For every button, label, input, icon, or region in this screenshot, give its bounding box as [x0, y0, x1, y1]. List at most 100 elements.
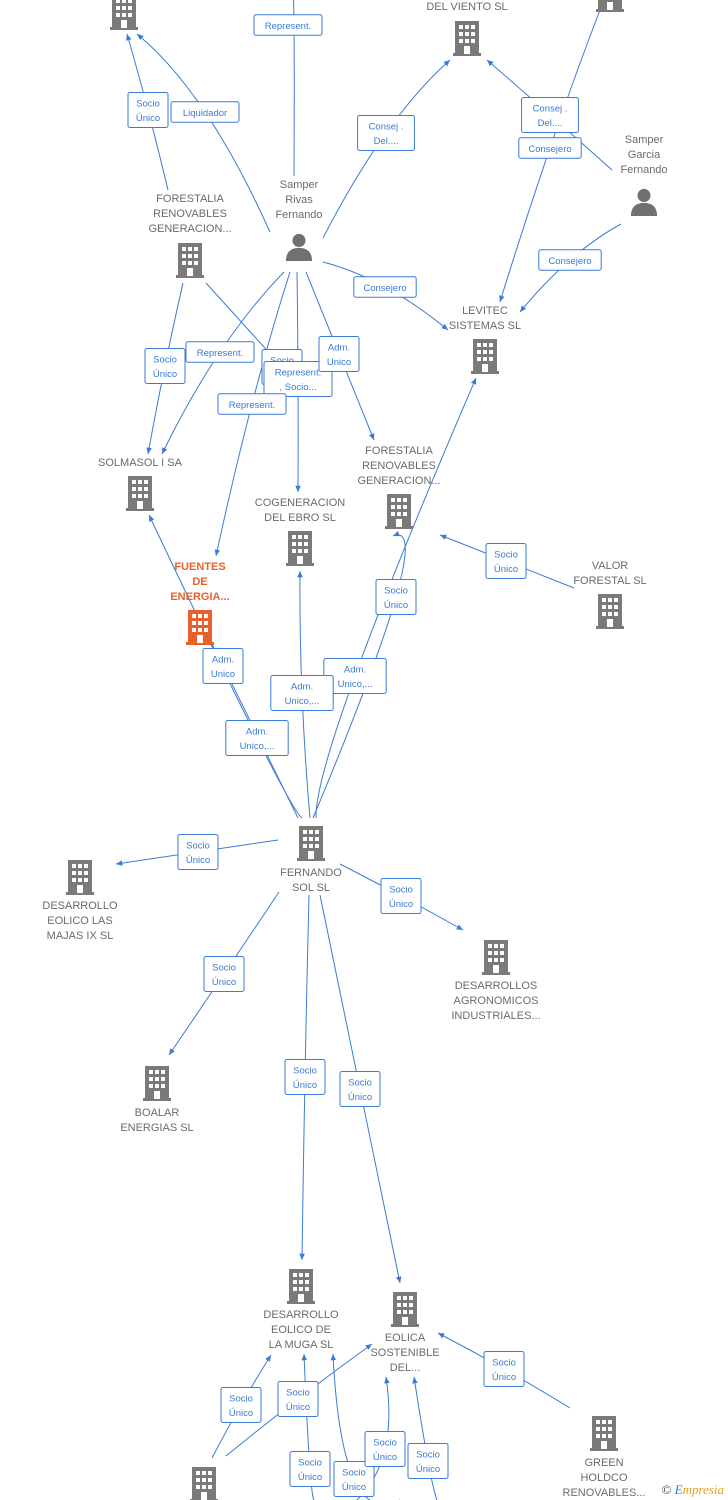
- relation-label-text: Socio: [373, 1438, 397, 1449]
- node-label: INDUSTRIALES...: [451, 1010, 540, 1022]
- node-label: SOLMASOL I SA: [98, 457, 183, 469]
- relation-label-text: Único: [153, 369, 177, 380]
- node-n_solmasol[interactable]: SOLMASOL I SA: [98, 457, 183, 511]
- relation-label[interactable]: Consej .Del....: [357, 115, 415, 151]
- relation-label-box: [284, 1059, 326, 1095]
- relation-label-text: Liquidador: [183, 108, 227, 119]
- relation-label-text: Represent.: [265, 21, 311, 32]
- node-label: RENOVABLES: [153, 208, 227, 220]
- relation-label[interactable]: Consejero: [518, 137, 582, 159]
- relation-label[interactable]: Liquidador: [170, 101, 240, 123]
- node-label: DEL...: [390, 1362, 421, 1374]
- relation-label-box: [521, 97, 579, 133]
- node-label: ENERGIA...: [170, 591, 229, 603]
- building-icon: [66, 860, 94, 895]
- building-icon: [471, 339, 499, 374]
- relation-label-text: Consejero: [363, 283, 406, 294]
- relation-label-text: Socio: [298, 1458, 322, 1469]
- relation-label[interactable]: Represent., Socio...: [263, 361, 333, 397]
- building-icon: [110, 0, 138, 30]
- relation-label-text: Adm.: [246, 727, 268, 738]
- relation-label[interactable]: Represent.: [185, 341, 255, 363]
- relation-label[interactable]: Represent.: [217, 393, 287, 415]
- relation-label-text: Socio: [342, 1468, 366, 1479]
- relation-label-box: [144, 348, 186, 384]
- relation-label-box: [203, 956, 245, 992]
- node-label: Samper: [625, 134, 664, 146]
- relation-label-box: [380, 878, 422, 914]
- node-label: GENERACION...: [357, 475, 440, 487]
- relation-label-text: Adm.: [291, 682, 313, 693]
- relation-label-text: Adm.: [344, 665, 366, 676]
- relation-label[interactable]: Adm.Unico,...: [225, 720, 289, 756]
- building-icon: [286, 531, 314, 566]
- relation-label-box: [518, 137, 582, 159]
- relation-label[interactable]: Consej .Del....: [521, 97, 579, 133]
- node-label: ENERGIAS SL: [120, 1122, 193, 1134]
- relation-label-box: [353, 276, 417, 298]
- node-label: LEVITEC: [462, 305, 508, 317]
- relation-label[interactable]: Adm.Unico: [202, 648, 244, 684]
- relation-label-text: Socio: [153, 355, 177, 366]
- credit[interactable]: © Empresia: [662, 1482, 725, 1498]
- relation-label[interactable]: Consejero: [538, 249, 602, 271]
- relation-label[interactable]: Consejero: [353, 276, 417, 298]
- relation-label-text: Socio: [136, 99, 160, 110]
- node-label: FUENTES: [174, 561, 225, 573]
- relation-label[interactable]: Adm.Unico,...: [270, 675, 334, 711]
- copyright-symbol: ©: [661, 1482, 672, 1497]
- node-n_forestalia_b[interactable]: FORESTALIARENOVABLESGENERACION...: [357, 445, 441, 529]
- node-n_desarrollos_agro[interactable]: DESARROLLOSAGRONOMICOSINDUSTRIALES...: [451, 940, 541, 1022]
- node-label: Samper: [280, 179, 319, 191]
- node-label: Fernando: [275, 209, 322, 221]
- relation-label[interactable]: Adm.Unico,...: [323, 658, 387, 694]
- node-n_eolica[interactable]: EOLICASOSTENIBLEDEL...: [370, 1292, 440, 1374]
- relation-label[interactable]: Represent.: [253, 14, 323, 36]
- relation-label-box: [225, 720, 289, 756]
- relation-label-box: [220, 1387, 262, 1423]
- relation-label[interactable]: Adm.Unico: [318, 336, 360, 372]
- node-n_top_right[interactable]: [596, 0, 624, 12]
- building-icon: [482, 940, 510, 975]
- node-n_forestalia_a[interactable]: FORESTALIARENOVABLESGENERACION...: [148, 193, 232, 278]
- building-icon: [596, 594, 624, 629]
- node-n_bottom_left[interactable]: [190, 1467, 218, 1500]
- node-label: LA MUGA SL: [269, 1339, 334, 1351]
- node-n_del_viento[interactable]: DEL VIENTO SL: [426, 1, 508, 56]
- building-icon: [453, 21, 481, 56]
- node-n_fuentes[interactable]: FUENTESDEENERGIA...: [170, 561, 230, 645]
- building-icon: [596, 0, 624, 12]
- relation-label-box: [217, 393, 287, 415]
- node-n_green_holdco[interactable]: GREENHOLDCORENOVABLES...: [563, 1416, 646, 1499]
- node-label: DESARROLLO: [263, 1309, 339, 1321]
- relation-label-text: Único: [494, 564, 518, 575]
- relation-label-text: Unico: [327, 357, 351, 368]
- building-icon: [391, 1292, 419, 1327]
- node-n_top_left[interactable]: [110, 0, 138, 30]
